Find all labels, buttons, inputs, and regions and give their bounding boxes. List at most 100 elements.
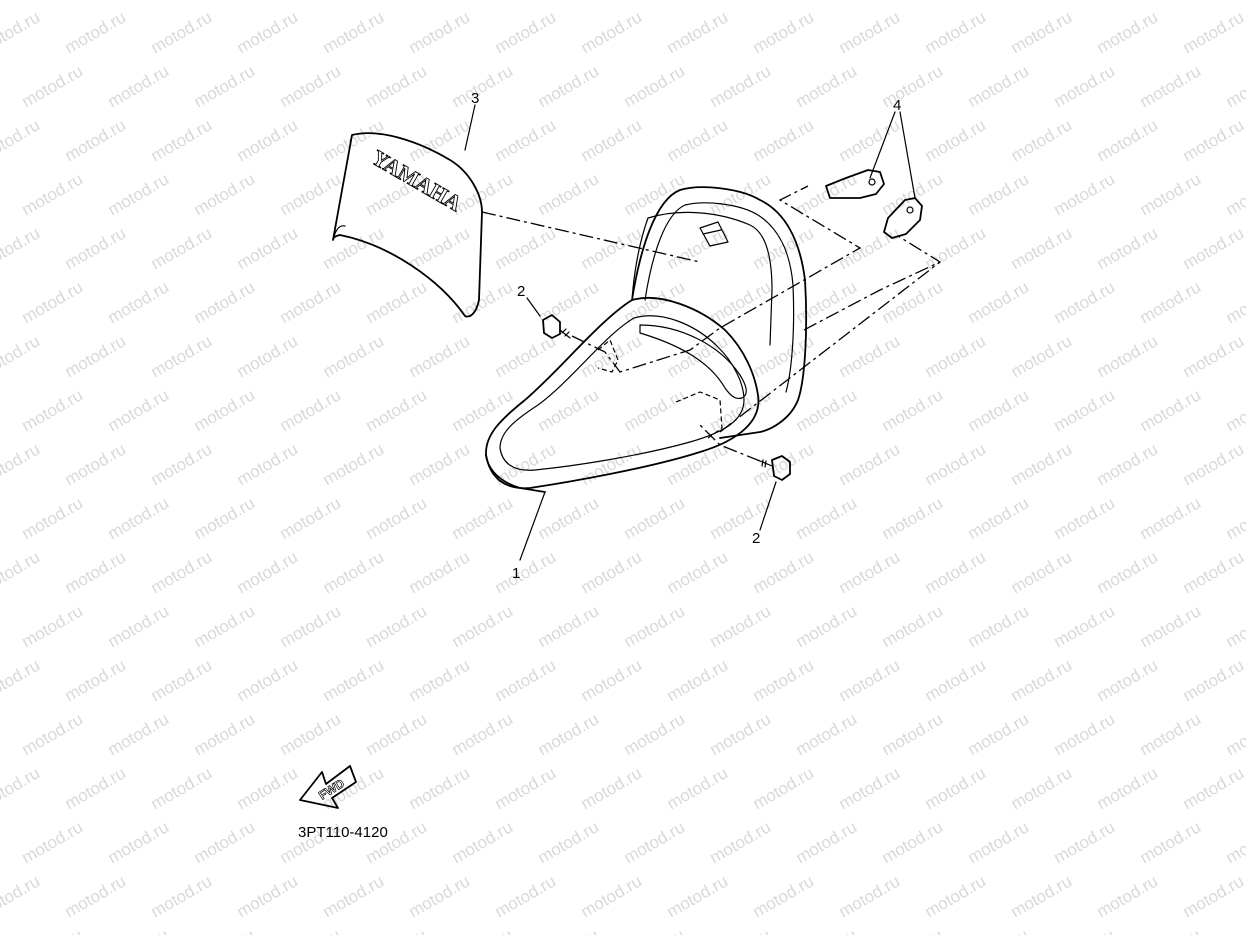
watermark-text: motod.ru: [836, 7, 904, 57]
watermark-text: motod.ru: [277, 385, 345, 435]
watermark-text: motod.ru: [664, 7, 732, 57]
watermark-text: motod.ru: [1008, 115, 1076, 165]
watermark-text: motod.ru: [406, 115, 474, 165]
watermark-text: motod.ru: [1137, 169, 1205, 219]
watermark-text: motod.ru: [1223, 925, 1246, 935]
watermark-text: motod.ru: [750, 7, 818, 57]
watermark-text: motod.ru: [707, 169, 775, 219]
watermark-text: motod.ru: [1180, 115, 1246, 165]
watermark-text: motod.ru: [793, 493, 861, 543]
watermark-text: motod.ru: [19, 385, 87, 435]
watermark-text: motod.ru: [148, 763, 216, 813]
watermark-text: motod.ru: [965, 817, 1033, 867]
watermark-text: motod.ru: [1137, 493, 1205, 543]
watermark-text: motod.ru: [406, 871, 474, 921]
watermark-text: motod.ru: [922, 547, 990, 597]
watermark-text: motod.ru: [449, 925, 517, 935]
watermark-text: motod.ru: [535, 493, 603, 543]
watermark-text: motod.ru: [707, 61, 775, 111]
watermark-text: motod.ru: [492, 763, 560, 813]
watermark-text: motod.ru: [621, 709, 689, 759]
watermark-text: motod.ru: [449, 709, 517, 759]
watermark-text: motod.ru: [1094, 763, 1162, 813]
watermark-text: motod.ru: [19, 601, 87, 651]
watermark-text: motod.ru: [621, 601, 689, 651]
watermark-text: motod.ru: [105, 169, 173, 219]
watermark-text: motod.ru: [105, 817, 173, 867]
watermark-text: motod.ru: [363, 601, 431, 651]
watermark-text: motod.ru: [0, 7, 43, 57]
watermark-text: motod.ru: [1051, 601, 1119, 651]
watermark-text: motod.ru: [1180, 763, 1246, 813]
watermark-text: motod.ru: [578, 223, 646, 273]
watermark-text: motod.ru: [19, 493, 87, 543]
watermark-text: motod.ru: [191, 277, 259, 327]
watermark-text: motod.ru: [836, 115, 904, 165]
watermark-text: motod.ru: [879, 925, 947, 935]
watermark-text: motod.ru: [879, 385, 947, 435]
watermark-text: motod.ru: [1180, 547, 1246, 597]
watermark-text: motod.ru: [363, 709, 431, 759]
watermark-text: motod.ru: [406, 7, 474, 57]
watermark-text: motod.ru: [1223, 601, 1246, 651]
watermark-text: motod.ru: [0, 223, 43, 273]
watermark-text: motod.ru: [406, 331, 474, 381]
watermark-text: motod.ru: [750, 115, 818, 165]
callout-3: 3: [471, 90, 479, 107]
watermark-text: motod.ru: [1008, 871, 1076, 921]
watermark-text: motod.ru: [492, 223, 560, 273]
watermark-text: motod.ru: [363, 493, 431, 543]
watermark-text: motod.ru: [406, 223, 474, 273]
watermark-text: motod.ru: [492, 655, 560, 705]
watermark-text: motod.ru: [320, 331, 388, 381]
watermark-text: motod.ru: [793, 817, 861, 867]
watermark-text: motod.ru: [922, 7, 990, 57]
watermark-text: motod.ru: [492, 871, 560, 921]
watermark-text: motod.ru: [793, 277, 861, 327]
watermark-text: motod.ru: [277, 61, 345, 111]
part-code: 3PT110-4120: [298, 824, 388, 841]
watermark-text: motod.ru: [965, 601, 1033, 651]
watermark-text: motod.ru: [148, 871, 216, 921]
watermark-text: motod.ru: [320, 7, 388, 57]
watermark-text: motod.ru: [1008, 547, 1076, 597]
watermark-text: motod.ru: [922, 223, 990, 273]
watermark-text: motod.ru: [1008, 7, 1076, 57]
watermark-text: motod.ru: [879, 0, 947, 3]
watermark-text: motod.ru: [1094, 871, 1162, 921]
watermark-text: motod.ru: [1094, 655, 1162, 705]
watermark-text: motod.ru: [1137, 277, 1205, 327]
watermark-text: motod.ru: [750, 547, 818, 597]
watermark-text: motod.ru: [234, 223, 302, 273]
watermark-text: motod.ru: [492, 7, 560, 57]
watermark-text: motod.ru: [277, 169, 345, 219]
watermark-text: motod.ru: [62, 7, 130, 57]
watermark-text: motod.ru: [664, 871, 732, 921]
watermark-text: motod.ru: [1094, 115, 1162, 165]
watermark-text: motod.ru: [363, 385, 431, 435]
watermark-text: motod.ru: [1051, 61, 1119, 111]
watermark-text: motod.ru: [148, 115, 216, 165]
watermark-text: motod.ru: [578, 547, 646, 597]
watermark-text: motod.ru: [1051, 0, 1119, 3]
watermark-text: motod.ru: [277, 493, 345, 543]
watermark-text: motod.ru: [492, 547, 560, 597]
watermark-text: motod.ru: [1008, 331, 1076, 381]
watermark-text: motod.ru: [1137, 385, 1205, 435]
watermark-text: motod.ru: [707, 709, 775, 759]
watermark-text: motod.ru: [793, 61, 861, 111]
watermark-text: motod.ru: [664, 763, 732, 813]
watermark-text: motod.ru: [62, 547, 130, 597]
watermark-text: motod.ru: [1223, 385, 1246, 435]
watermark-text: motod.ru: [879, 601, 947, 651]
watermark-text: motod.ru: [1223, 61, 1246, 111]
watermark-text: motod.ru: [965, 277, 1033, 327]
watermark-text: motod.ru: [406, 763, 474, 813]
watermark-text: motod.ru: [836, 331, 904, 381]
watermark-text: motod.ru: [664, 655, 732, 705]
watermark-text: motod.ru: [363, 277, 431, 327]
watermark-text: motod.ru: [1137, 61, 1205, 111]
watermark-text: motod.ru: [1008, 763, 1076, 813]
watermark-text: motod.ru: [879, 493, 947, 543]
